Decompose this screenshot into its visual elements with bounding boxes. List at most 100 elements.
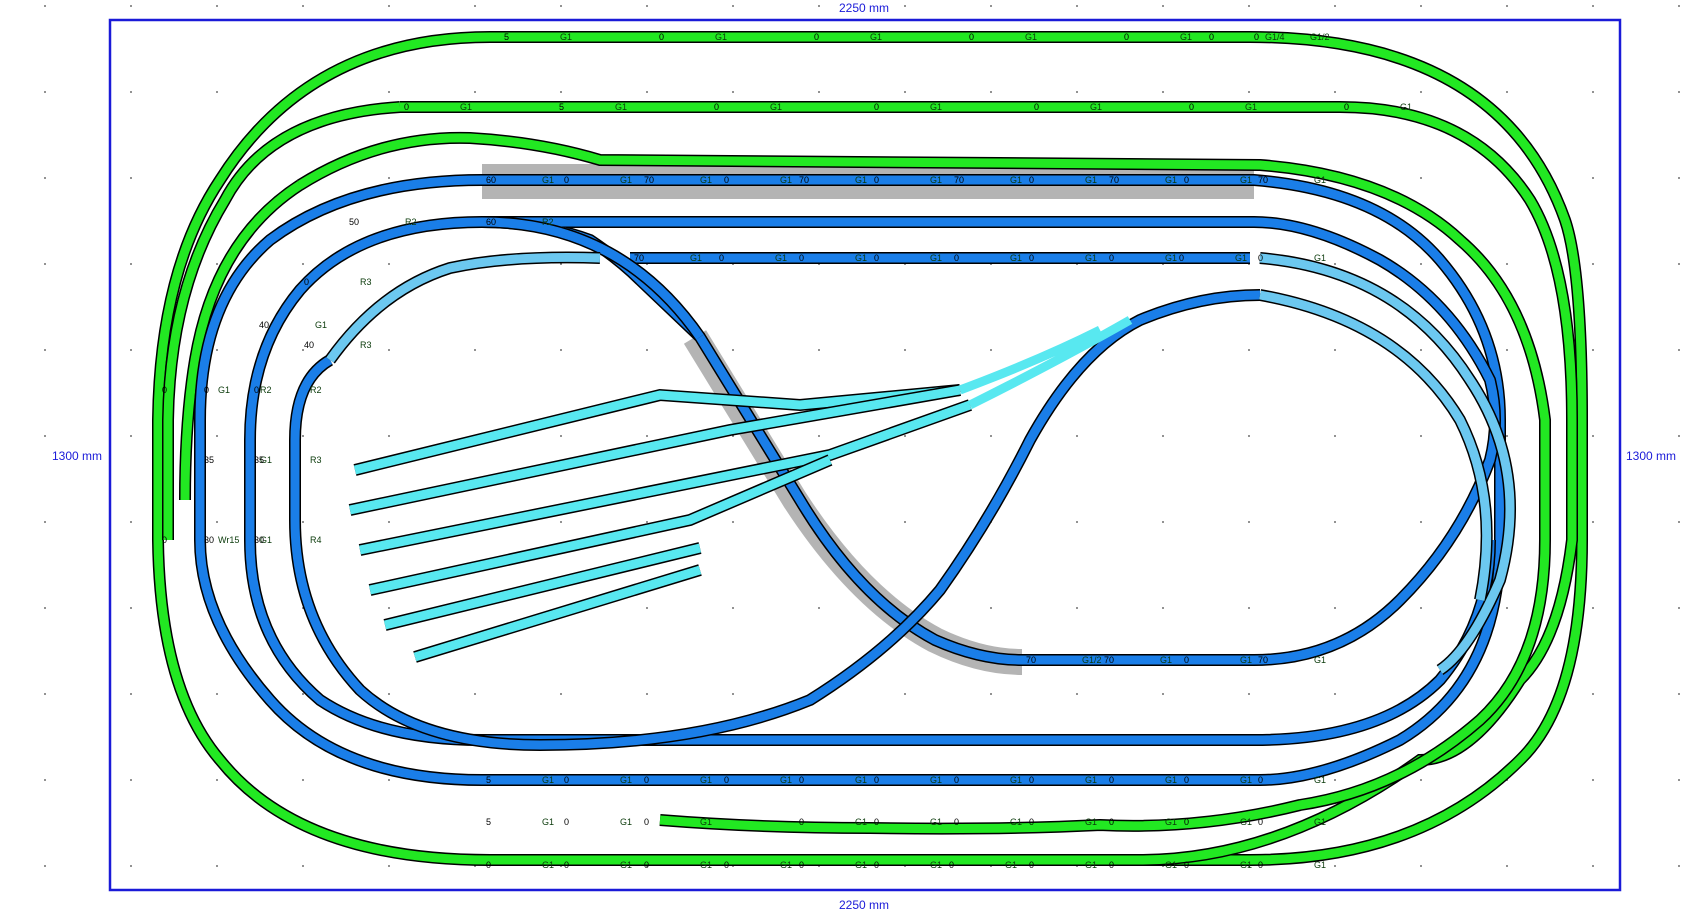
piece-label: G1 bbox=[1240, 860, 1252, 870]
piece-label: G1 bbox=[1010, 253, 1022, 263]
grid-dot bbox=[44, 5, 46, 7]
piece-label: G1 bbox=[542, 775, 554, 785]
grid-dot bbox=[818, 349, 820, 351]
elevation-label: 60 bbox=[486, 175, 496, 185]
piece-label: G1 bbox=[1085, 775, 1097, 785]
grid-dot bbox=[646, 5, 648, 7]
elevation-label: 0 bbox=[814, 32, 819, 42]
elevation-label: 0 bbox=[1034, 102, 1039, 112]
grid-dot bbox=[302, 521, 304, 523]
grid-dot bbox=[44, 349, 46, 351]
piece-label: G1 bbox=[1165, 253, 1177, 263]
elevation-label: 0 bbox=[644, 775, 649, 785]
piece-label: G1 bbox=[1235, 253, 1247, 263]
elevation-label: 0 bbox=[874, 253, 879, 263]
grid-dot bbox=[130, 779, 132, 781]
grid-dot bbox=[646, 693, 648, 695]
piece-label: G1 bbox=[780, 775, 792, 785]
elevation-label: 0 bbox=[1184, 860, 1189, 870]
grid-dot bbox=[732, 693, 734, 695]
grid-dot bbox=[1506, 435, 1508, 437]
elevation-label: 0 bbox=[1029, 817, 1034, 827]
elevation-label: 0 bbox=[724, 175, 729, 185]
piece-label: G1 bbox=[1240, 817, 1252, 827]
piece-label: G1 bbox=[1165, 175, 1177, 185]
grid-dot bbox=[1248, 91, 1250, 93]
piece-label: G1 bbox=[1010, 775, 1022, 785]
grid-dot bbox=[990, 91, 992, 93]
piece-label: R3 bbox=[310, 455, 322, 465]
elevation-label: 0 bbox=[1254, 32, 1259, 42]
figure-eight-fill bbox=[539, 290, 1261, 750]
grid-dot bbox=[44, 693, 46, 695]
grid-dot bbox=[1678, 5, 1680, 7]
piece-label: G1 bbox=[542, 175, 554, 185]
grid-dot bbox=[1420, 263, 1422, 265]
elevation-label: 0 bbox=[564, 775, 569, 785]
piece-label: G1 bbox=[930, 817, 942, 827]
elevation-label: 70 bbox=[1109, 175, 1119, 185]
piece-label: G1 bbox=[1314, 860, 1326, 870]
piece-label: G1 bbox=[615, 102, 627, 112]
grid-dot bbox=[474, 91, 476, 93]
grid-dot bbox=[1248, 693, 1250, 695]
grid-dot bbox=[1334, 263, 1336, 265]
piece-label: G1 bbox=[1085, 175, 1097, 185]
elevation-label: 0 bbox=[1209, 32, 1214, 42]
elevation-label: 0 bbox=[874, 175, 879, 185]
grid-dot bbox=[1678, 779, 1680, 781]
elevation-label: 0 bbox=[799, 860, 804, 870]
grid-dot bbox=[302, 693, 304, 695]
elevation-label: 0 bbox=[724, 775, 729, 785]
inner-blue-fill bbox=[245, 217, 483, 745]
grid-dot bbox=[216, 865, 218, 867]
grid-dot bbox=[1162, 607, 1164, 609]
elevation-label: 0 bbox=[254, 385, 259, 395]
grid-dot bbox=[1420, 779, 1422, 781]
elevation-label: 0 bbox=[1184, 175, 1189, 185]
figure-eight-track bbox=[539, 289, 1261, 751]
grid-dot bbox=[44, 607, 46, 609]
elevation-label: 0 bbox=[1109, 253, 1114, 263]
elevation-label: 0 bbox=[1344, 102, 1349, 112]
piece-label: G1 bbox=[620, 775, 632, 785]
grid-dot bbox=[1506, 607, 1508, 609]
elevation-label: 0 bbox=[799, 775, 804, 785]
elevation-label: 70 bbox=[1258, 175, 1268, 185]
piece-label: G1/4 bbox=[1265, 32, 1285, 42]
piece-label: G1 bbox=[1165, 775, 1177, 785]
elevation-label: 0 bbox=[1109, 860, 1114, 870]
grid-dot bbox=[130, 865, 132, 867]
grid-dot bbox=[1592, 521, 1594, 523]
third-loop bbox=[194, 174, 1506, 786]
return-loop-left-fill bbox=[326, 252, 601, 363]
grid-dot bbox=[44, 779, 46, 781]
grid-dot bbox=[474, 5, 476, 7]
grid-dot bbox=[1678, 91, 1680, 93]
grid-dot bbox=[1162, 693, 1164, 695]
piece-label: G1 bbox=[315, 320, 327, 330]
elevation-label: 70 bbox=[1258, 655, 1268, 665]
piece-label: G1 bbox=[620, 817, 632, 827]
grid-dot bbox=[1678, 521, 1680, 523]
elevation-label: 5 bbox=[504, 32, 509, 42]
elevation-label: 0 bbox=[204, 385, 209, 395]
elevation-label: 0 bbox=[304, 277, 309, 287]
grid-dot bbox=[1592, 693, 1594, 695]
grid-dot bbox=[1162, 91, 1164, 93]
grid-dot bbox=[1334, 91, 1336, 93]
grid-dot bbox=[388, 607, 390, 609]
grid-dot bbox=[1420, 521, 1422, 523]
piece-label: G1 bbox=[930, 860, 942, 870]
elevation-label: 70 bbox=[1026, 655, 1036, 665]
piece-label: G1 bbox=[1010, 817, 1022, 827]
grid-dot bbox=[130, 607, 132, 609]
grid-dot bbox=[1334, 693, 1336, 695]
elevation-label: 30 bbox=[254, 535, 264, 545]
grid-dot bbox=[388, 349, 390, 351]
grid-dot bbox=[1678, 693, 1680, 695]
grid-dot bbox=[44, 865, 46, 867]
piece-label: G1 bbox=[1085, 860, 1097, 870]
piece-label: G1 bbox=[1314, 775, 1326, 785]
